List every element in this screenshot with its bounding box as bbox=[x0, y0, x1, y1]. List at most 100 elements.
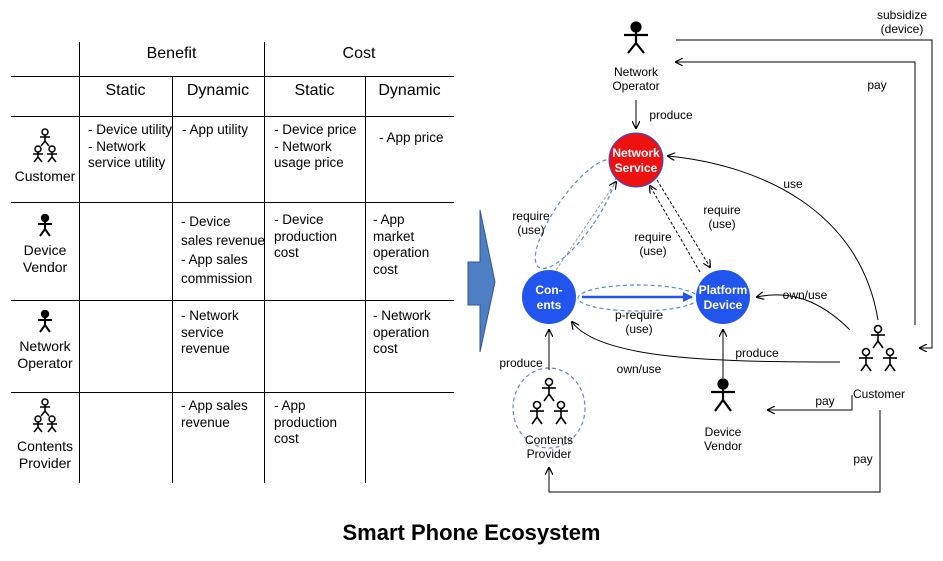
edge-pay-top bbox=[676, 62, 916, 325]
cell-line: - Device bbox=[274, 212, 324, 227]
cell-line: cost bbox=[274, 431, 299, 446]
contents-provider-group-icon bbox=[33, 398, 57, 433]
network-service-label: Network Service bbox=[600, 146, 672, 176]
edge-subsidize bbox=[676, 39, 933, 348]
edge-label-line: (device) bbox=[880, 22, 924, 36]
cell-line: - Device utility bbox=[88, 122, 173, 137]
actor-label-line: Provider bbox=[526, 447, 572, 461]
edge-pay-bottom bbox=[549, 410, 881, 493]
edge-label-produce-left: produce bbox=[499, 356, 543, 370]
contents-node bbox=[522, 270, 576, 324]
edge-label-line: (use) bbox=[708, 217, 736, 231]
customer-group-icon bbox=[33, 128, 57, 163]
header-benefit: Benefit bbox=[146, 45, 197, 62]
block-arrow-icon bbox=[467, 209, 496, 353]
cell-device-vendor-cost-static: - Device production cost bbox=[274, 212, 337, 262]
row-label-contents-provider: Contents Provider bbox=[11, 398, 79, 472]
customer-group-icon bbox=[859, 324, 897, 372]
contents-provider-group-icon bbox=[530, 377, 568, 425]
grid-line bbox=[11, 392, 454, 393]
grid-line bbox=[172, 76, 173, 483]
grid-line bbox=[11, 202, 454, 203]
cell-line: operation bbox=[373, 245, 430, 260]
person-icon bbox=[38, 213, 52, 237]
row-label-text: Operator bbox=[17, 355, 73, 371]
platform-device-node bbox=[696, 270, 750, 324]
cell-line: operation bbox=[373, 324, 430, 340]
cell-line: sales revenue bbox=[181, 233, 266, 248]
edge-require-right bbox=[656, 179, 710, 267]
cell-network-operator-benefit-dynamic: - Network service revenue bbox=[181, 308, 239, 358]
row-label-device-vendor: Device Vendor bbox=[11, 213, 79, 276]
cell-contents-provider-cost-static: - App production cost bbox=[274, 398, 337, 448]
edge-label-use: use bbox=[783, 177, 803, 191]
network-operator-label: Network Operator bbox=[600, 65, 672, 93]
row-label-text: Contents bbox=[16, 438, 74, 454]
edge-label-require-mid: require (use) bbox=[628, 230, 678, 258]
cell-line: production bbox=[274, 228, 338, 244]
header-cost: Cost bbox=[342, 45, 376, 62]
cell-line: - App utility bbox=[182, 122, 249, 137]
edge-label-line: require bbox=[703, 203, 741, 217]
cell-line: - App bbox=[274, 398, 306, 413]
cell-customer-benefit-dynamic: - App utility bbox=[182, 122, 248, 139]
grid-line bbox=[79, 42, 80, 483]
row-label-text: Provider bbox=[18, 455, 72, 471]
cell-line: revenue bbox=[181, 414, 230, 430]
edge-label-line: require bbox=[634, 230, 672, 244]
node-label-line: Network bbox=[612, 146, 660, 160]
subheader-cost-dynamic: Dynamic bbox=[378, 82, 441, 99]
actor-label-line: Vendor bbox=[703, 439, 743, 453]
device-vendor-person-icon bbox=[711, 378, 735, 412]
cell-line: - Network bbox=[274, 138, 332, 154]
node-label-line: Platform bbox=[698, 283, 748, 297]
cell-network-operator-cost-dynamic: - Network operation cost bbox=[373, 308, 431, 358]
cell-line: - Network bbox=[181, 308, 239, 323]
cell-line: production bbox=[274, 414, 338, 430]
contents-provider-label: Contents Provider bbox=[514, 433, 584, 461]
node-label-line: Con- bbox=[535, 283, 563, 297]
actor-label-line: Contents bbox=[524, 433, 574, 447]
cell-line: cost bbox=[373, 261, 398, 277]
figure-title: Smart Phone Ecosystem bbox=[342, 520, 601, 545]
edge-own-use-right bbox=[757, 295, 851, 331]
network-service-node bbox=[608, 132, 664, 188]
edge-label-line: subsidize bbox=[876, 8, 928, 22]
edge-label-line: (use) bbox=[625, 322, 653, 336]
actor-label-line: Network bbox=[613, 65, 658, 79]
cell-line: service bbox=[181, 324, 224, 340]
edge-pay-mid bbox=[768, 395, 853, 410]
edge-own-use-bottom bbox=[572, 322, 841, 363]
cell-line: usage price bbox=[274, 155, 344, 170]
edge-label-subsidize: subsidize (device) bbox=[872, 8, 932, 36]
grid-line bbox=[11, 300, 454, 301]
cell-customer-cost-static: - Device price - Network usage price bbox=[274, 122, 357, 172]
edge-label-own-use-right: own/use bbox=[782, 288, 828, 302]
edge-label-line: (use) bbox=[639, 244, 667, 258]
cell-device-vendor-benefit-dynamic: - Device sales revenue - App sales commi… bbox=[181, 212, 265, 288]
grid-line bbox=[264, 42, 265, 483]
edge-label-line: require bbox=[512, 209, 550, 223]
grid-line bbox=[365, 76, 366, 483]
row-label-text: Device bbox=[23, 242, 67, 258]
edge-label-pay-bottom: pay bbox=[853, 452, 873, 466]
contents-label: Con- ents bbox=[519, 283, 579, 313]
cell-line: cost bbox=[274, 245, 299, 260]
edge-label-line: p-require bbox=[614, 308, 664, 322]
subheader-benefit-static: Static bbox=[105, 82, 146, 99]
edge-require-left bbox=[555, 182, 616, 271]
edge-require-mid bbox=[650, 186, 701, 273]
cell-line: - App sales bbox=[181, 252, 248, 267]
grid-line bbox=[11, 76, 454, 77]
subheader-cost-static: Static bbox=[294, 82, 335, 99]
network-operator-person-icon bbox=[624, 21, 648, 54]
edge-label-produce-top: produce bbox=[649, 108, 693, 122]
person-icon bbox=[38, 309, 52, 333]
node-label-line: Service bbox=[614, 161, 658, 175]
cell-line: - Device bbox=[181, 214, 231, 229]
cell-line: revenue bbox=[181, 341, 230, 356]
customer-label: Customer bbox=[852, 387, 905, 401]
cell-customer-cost-dynamic: - App price bbox=[379, 130, 444, 147]
edge-label-require-right: require (use) bbox=[697, 203, 747, 231]
